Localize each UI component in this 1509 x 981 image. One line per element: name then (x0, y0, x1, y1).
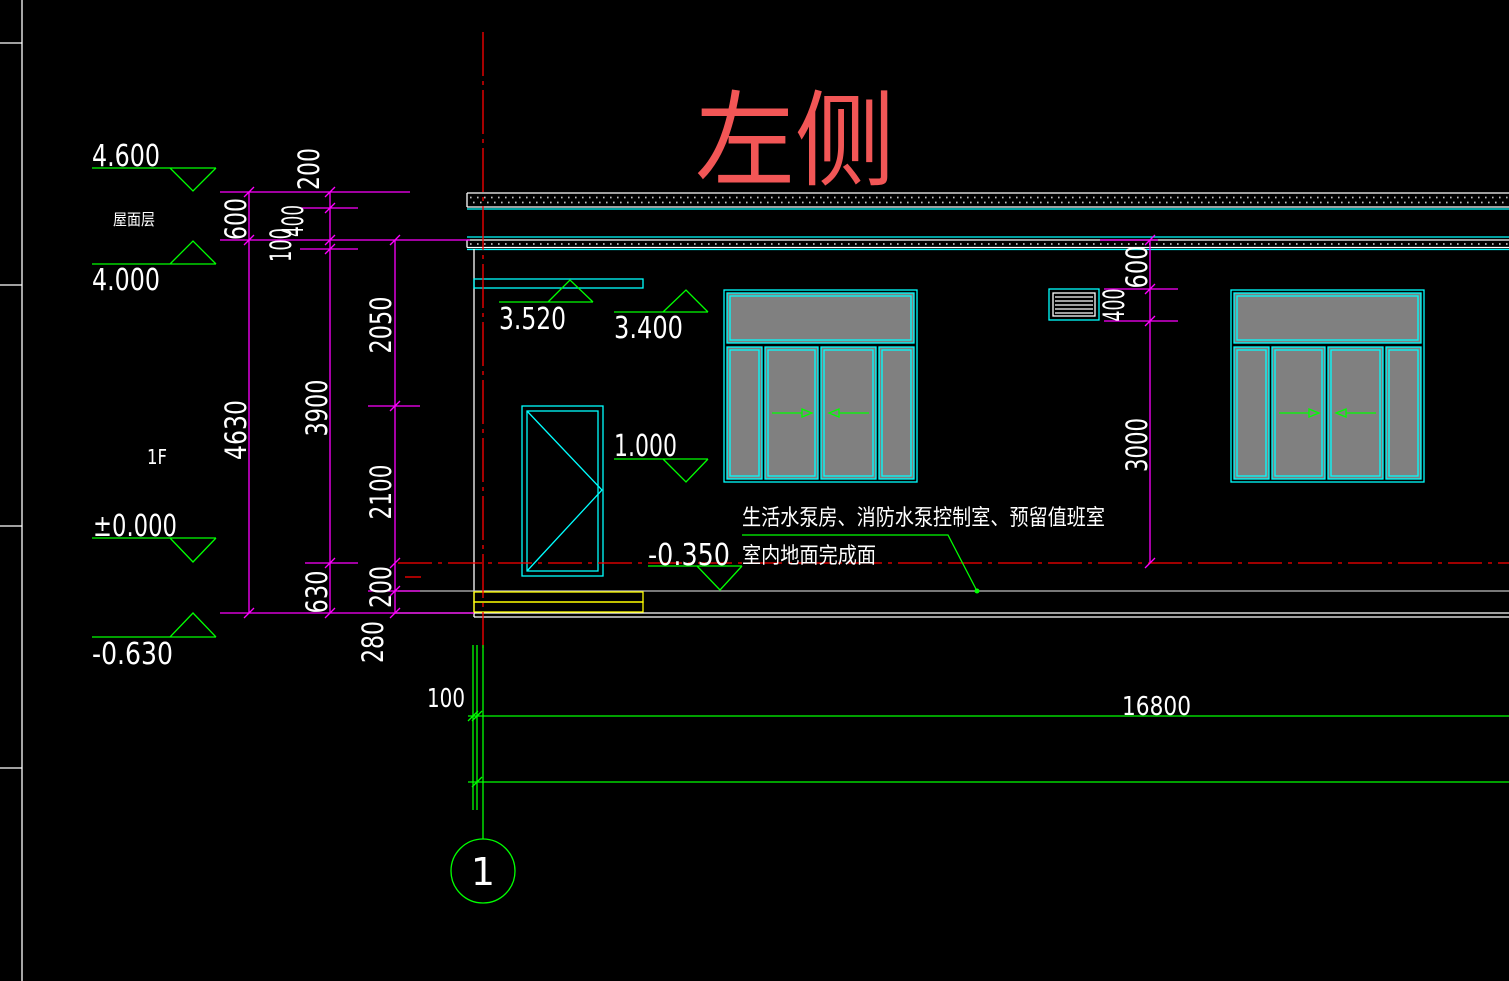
dim-step-upper: 200 (364, 566, 398, 608)
door (521, 405, 604, 577)
view-title: 左侧 (695, 80, 895, 202)
slide-left-arrow-icon (827, 408, 869, 418)
vent-louvre (1048, 288, 1100, 321)
window-panel-4 (878, 346, 915, 480)
dim-bottom-ticks (467, 710, 483, 788)
dim-overall: 4630 (219, 400, 253, 460)
dim-bottom-lines (468, 645, 1509, 839)
annotation-rooms: 生活水泵房、消防水泵控制室、预留值班室 (742, 506, 1105, 531)
window-inner-frames (1236, 295, 1419, 477)
window-panel-1 (1233, 346, 1270, 480)
dim-bottom-offset: 100 (427, 684, 465, 714)
canopy (473, 278, 644, 289)
level-marker-canopy (499, 279, 594, 303)
dim-extension-lines (220, 191, 1178, 614)
level-window-head: 3.400 (614, 311, 683, 346)
dim-parapet-cap: 200 (292, 148, 326, 190)
level-roof: 4.000 (92, 263, 160, 298)
window-panel-1 (726, 346, 763, 480)
dim-right-lower: 3000 (1120, 418, 1154, 472)
dim-above-door: 2050 (364, 297, 398, 354)
annotation-leader (742, 534, 978, 592)
door-frame-outer (521, 405, 604, 577)
vent-inner (1052, 292, 1096, 317)
window-transom (726, 292, 915, 344)
floor-label-roof: 屋面层 (113, 210, 155, 229)
axis-label: 1 (471, 850, 495, 894)
level-marker-window-sill (614, 458, 709, 483)
level-floor-1: ±0.000 (93, 509, 177, 544)
roof-slab-outline (466, 239, 1509, 249)
level-marker-indoor-finish (648, 565, 743, 591)
dim-ticks (243, 186, 1156, 619)
vent-slats (1055, 296, 1093, 314)
slide-right-arrow-icon (772, 408, 814, 418)
slide-right-arrow-icon (1279, 408, 1321, 418)
window-inner-frames (729, 295, 912, 477)
dim-right-top: 600 (1120, 246, 1154, 289)
annotation-finish: 室内地面完成面 (742, 544, 876, 569)
level-marker-roof (92, 240, 217, 265)
dim-parapet: 600 (219, 198, 253, 240)
roof-parapet (466, 192, 1509, 210)
dim-roof-slab: 100 (264, 228, 298, 262)
vent-frame (1048, 288, 1100, 321)
dim-storey: 3900 (300, 380, 334, 437)
dim-step-lower: 280 (356, 621, 390, 663)
level-indoor-finish: -0.350 (648, 538, 730, 573)
window-frame (1230, 289, 1425, 483)
level-window-sill: 1.000 (614, 429, 677, 464)
roof-slab (466, 236, 1509, 251)
dim-bottom-length: 16800 (1122, 692, 1191, 722)
window-frame (723, 289, 918, 483)
axis-bubble (450, 838, 516, 904)
dim-door-height: 2100 (364, 465, 398, 520)
level-canopy: 3.520 (499, 302, 566, 337)
window-2 (1230, 289, 1425, 483)
entrance-steps (473, 591, 644, 613)
window-transom (1233, 292, 1422, 344)
door-swing-lines (526, 410, 603, 572)
annotation-leader-dot (974, 588, 980, 594)
dim-plinth: 630 (300, 571, 334, 614)
level-roof-top: 4.600 (92, 139, 160, 174)
level-marker-window-head (614, 289, 709, 313)
level-marker-roof-top (92, 167, 217, 192)
dim-parapet-body: 400 (276, 205, 310, 237)
drawing-frame (0, 0, 23, 981)
step-upper (473, 591, 644, 603)
dim-right-vent: 400 (1097, 289, 1131, 322)
slide-left-arrow-icon (1334, 408, 1376, 418)
level-outdoor: -0.630 (92, 637, 173, 672)
window-panel-4 (1385, 346, 1422, 480)
level-marker-outdoor (92, 612, 217, 638)
step-lower (473, 601, 644, 613)
floor-label-first: 1F (147, 445, 167, 469)
window-1 (723, 289, 918, 483)
parapet-outline (466, 192, 1509, 208)
door-frame-inner (526, 410, 599, 572)
level-marker-floor-1 (92, 537, 217, 563)
roof-slab-edge-lines (467, 236, 1509, 251)
